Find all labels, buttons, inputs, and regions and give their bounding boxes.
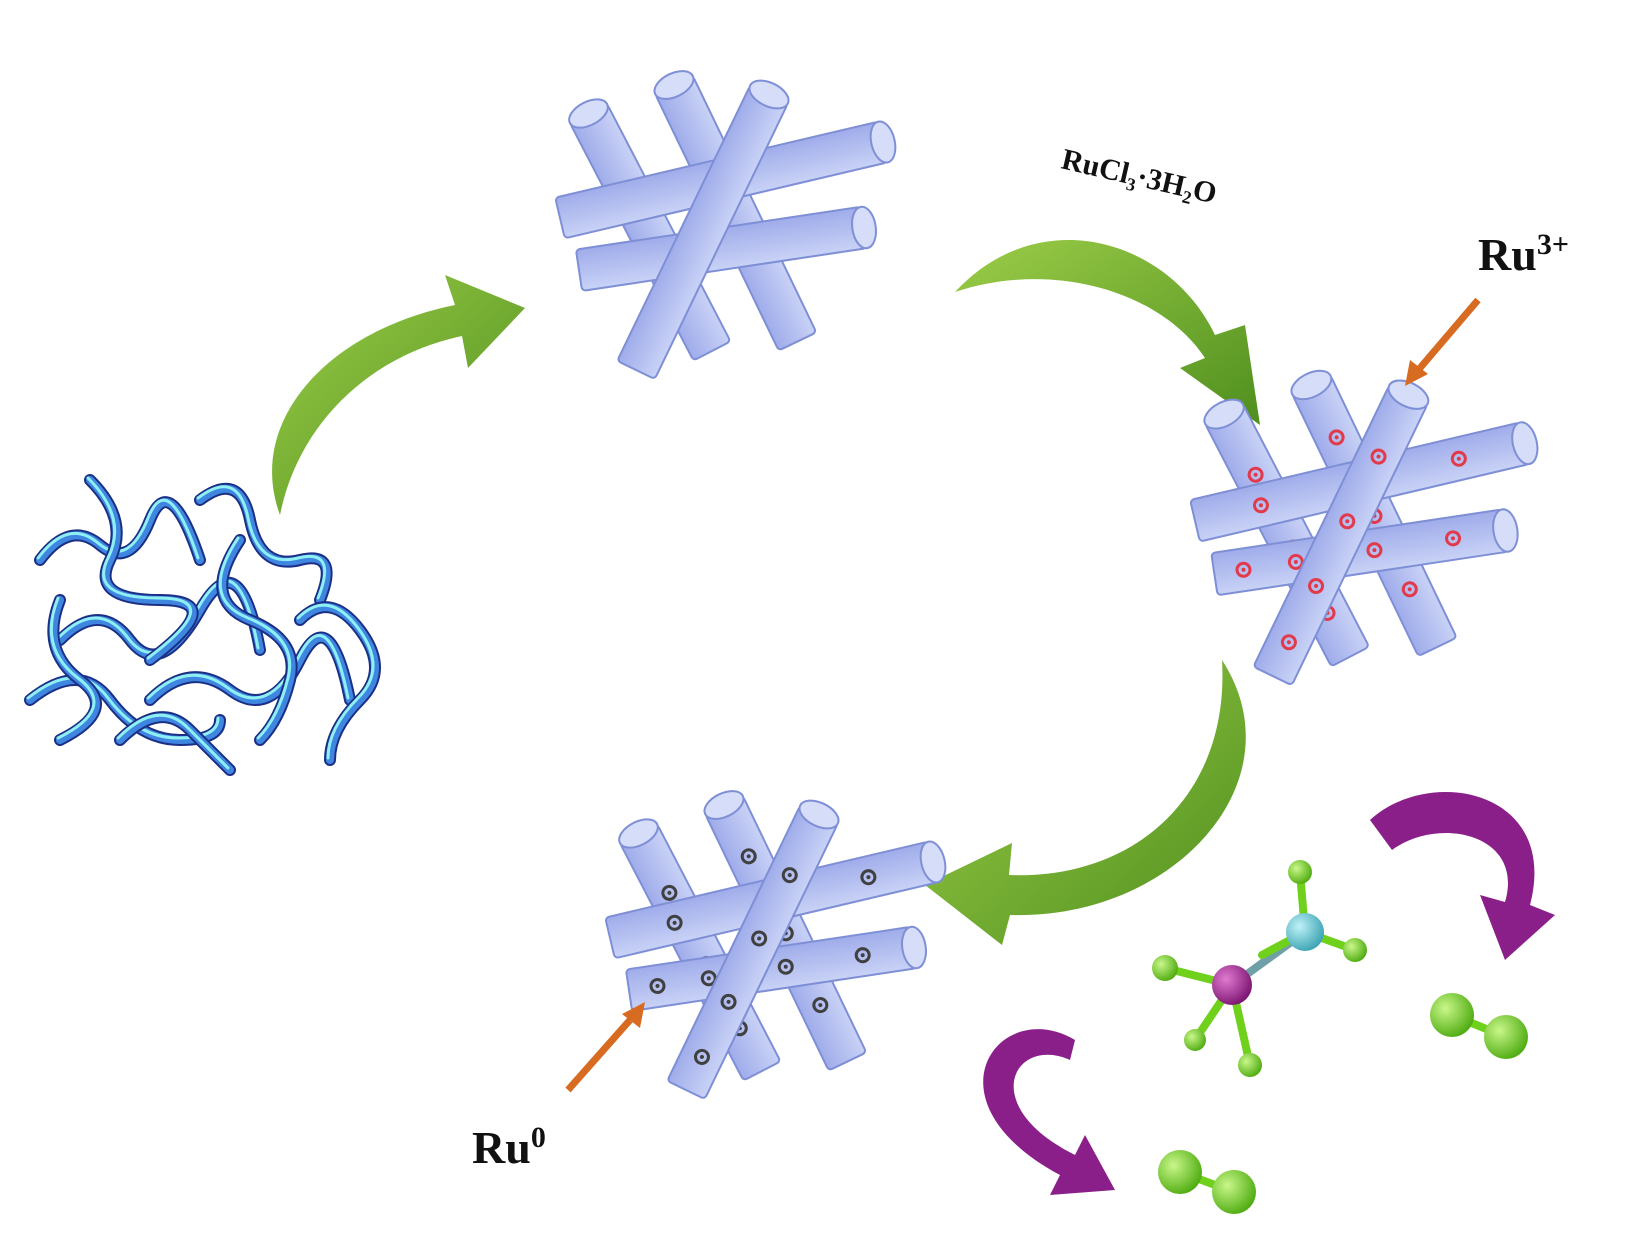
hydrogen-atom xyxy=(1152,955,1178,981)
bundle-ru0-rod-2-particle xyxy=(740,848,757,865)
bundle-ru0-rod-5-particle xyxy=(751,930,768,947)
bundle-ru0-rod-3-particle xyxy=(649,977,666,994)
hydrogen-molecule-right-atom-a xyxy=(1430,993,1474,1037)
hydrogen-molecule-bottom-atom-b xyxy=(1212,1170,1256,1214)
boron-atom xyxy=(1212,965,1252,1005)
bundle-ru0-rod-3-particle xyxy=(777,958,794,975)
bundle-ru3-rod-5-particle xyxy=(1308,577,1325,594)
bundle-ru0-rod-3-particle xyxy=(700,970,717,987)
ru3-pointer-arrowhead xyxy=(1405,360,1428,386)
ru0-label-base: Ru xyxy=(472,1122,531,1173)
bundle-ru3-rod-5-particle xyxy=(1280,634,1297,651)
polymer-network xyxy=(24,474,381,776)
hydrogen-molecule-bottom-atom-a xyxy=(1158,1150,1202,1194)
nanorod-bundle-ru3-loaded xyxy=(1189,369,1539,685)
green-arrow-polymer-to-rods xyxy=(272,275,525,515)
reagent-label: RuCl₃·3H₂O xyxy=(1058,143,1219,211)
bundle-ru3-rod-5-particle xyxy=(1370,448,1387,465)
hydrogen-atom xyxy=(1238,1053,1262,1077)
bundle-ru0-rod-5-particle xyxy=(781,867,798,884)
green-arrow-rods-to-ru3 xyxy=(955,240,1260,425)
hydrogen-atom xyxy=(1184,1029,1206,1051)
molecules xyxy=(1152,860,1528,1214)
ru3-label-charge: 3+ xyxy=(1537,228,1569,261)
bundle-ru0-rod-4-particle xyxy=(860,869,877,886)
bundle-ru3-rod-3-particle xyxy=(1366,542,1383,559)
nanorod-bundle-pristine xyxy=(555,70,897,379)
bundle-ru3-rod-4-particle xyxy=(1252,497,1269,514)
hydrogen-atom xyxy=(1343,938,1367,962)
bundle-ru0-rod-5 xyxy=(667,799,840,1099)
purple-arrow-right xyxy=(1370,792,1555,960)
purple-arrow-left xyxy=(983,1029,1115,1195)
bundle-ru3-rod-5 xyxy=(1253,379,1430,685)
ru0-pointer-arrowhead xyxy=(622,1002,645,1028)
hydrogen-molecule-right-atom-b xyxy=(1484,1015,1528,1059)
bundle-ru3-rod-2-particle xyxy=(1401,581,1418,598)
green-arrow-ru3-to-ru0 xyxy=(925,660,1246,945)
bundle-ru0-rod-1-particle xyxy=(661,884,678,901)
ru3-label: Ru3+ xyxy=(1478,228,1569,280)
bundle-ru3-rod-1-particle xyxy=(1247,466,1264,483)
bundle-ru0-rod-3-particle xyxy=(854,947,871,964)
bundle-pristine-rod-5 xyxy=(617,79,790,379)
ru0-label-charge: 0 xyxy=(531,1121,546,1154)
bundle-ru3-rod-5-particle xyxy=(1339,513,1356,530)
bundle-ru3-rod-2-particle xyxy=(1328,429,1345,446)
bundle-ru0-rod-4-particle xyxy=(666,914,683,931)
bundle-ru3-rod-3-particle xyxy=(1445,530,1462,547)
bundle-ru0-rod-5-particle xyxy=(720,993,737,1010)
nanorod-bundle-ru0-loaded xyxy=(605,790,947,1099)
bundle-ru0-rod-2-particle xyxy=(812,997,829,1014)
ru0-pointer-arrow xyxy=(565,1017,633,1093)
bundle-ru3-rod-3-particle xyxy=(1235,561,1252,578)
bundle-ru3-rod-4-particle xyxy=(1450,450,1467,467)
bundle-ru0-rod-5-particle xyxy=(693,1048,710,1065)
ru3-pointer-arrow xyxy=(1417,297,1481,371)
ru3-label-base: Ru xyxy=(1478,229,1537,280)
hydrogen-atom xyxy=(1288,860,1312,884)
bundle-ru3-rod-3-particle xyxy=(1287,553,1304,570)
nitrogen-atom xyxy=(1286,913,1324,951)
ru0-label: Ru0 xyxy=(472,1121,546,1173)
bundle-ru3-rod-3 xyxy=(1210,508,1519,596)
